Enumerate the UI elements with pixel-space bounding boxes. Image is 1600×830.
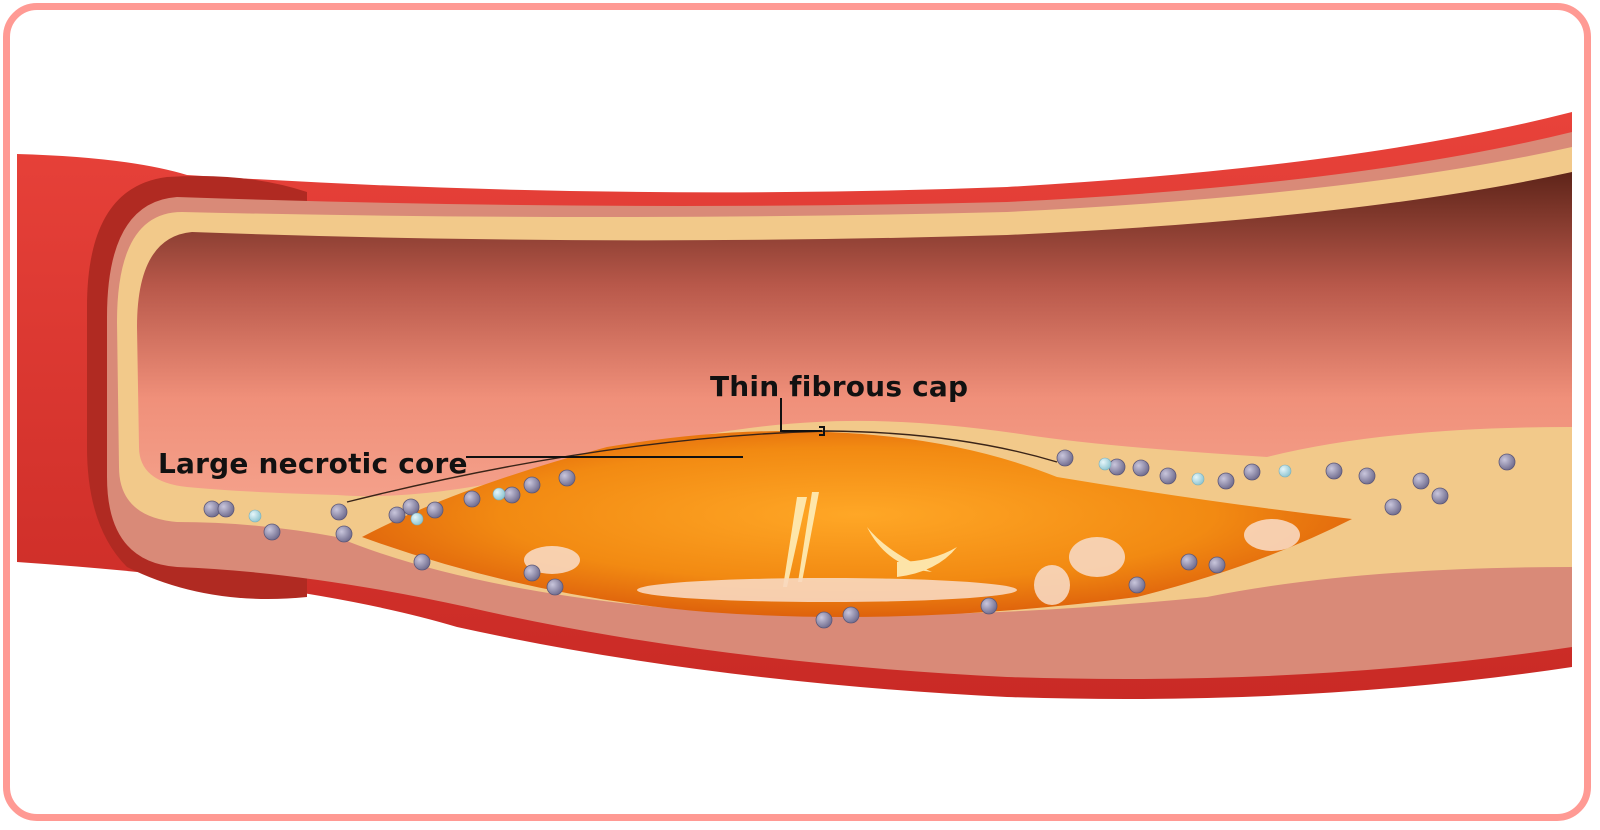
- artery-illustration: [17, 112, 1572, 699]
- cholesterol-crystals: [783, 492, 957, 587]
- leader-lines: [466, 398, 825, 458]
- macrophage-cells: [203, 449, 1516, 629]
- calcification: [524, 519, 1300, 605]
- fibrous-cap-edge: [346, 430, 1058, 503]
- label-large-necrotic-core: Large necrotic core: [158, 447, 468, 480]
- cap-leader-line: [780, 398, 825, 436]
- monocyte-cells: [248, 457, 1292, 526]
- label-thin-fibrous-cap: Thin fibrous cap: [710, 370, 969, 403]
- vessel-lumen: [137, 172, 1572, 497]
- diagram-frame: Thin fibrous cap Large necrotic core: [3, 3, 1591, 821]
